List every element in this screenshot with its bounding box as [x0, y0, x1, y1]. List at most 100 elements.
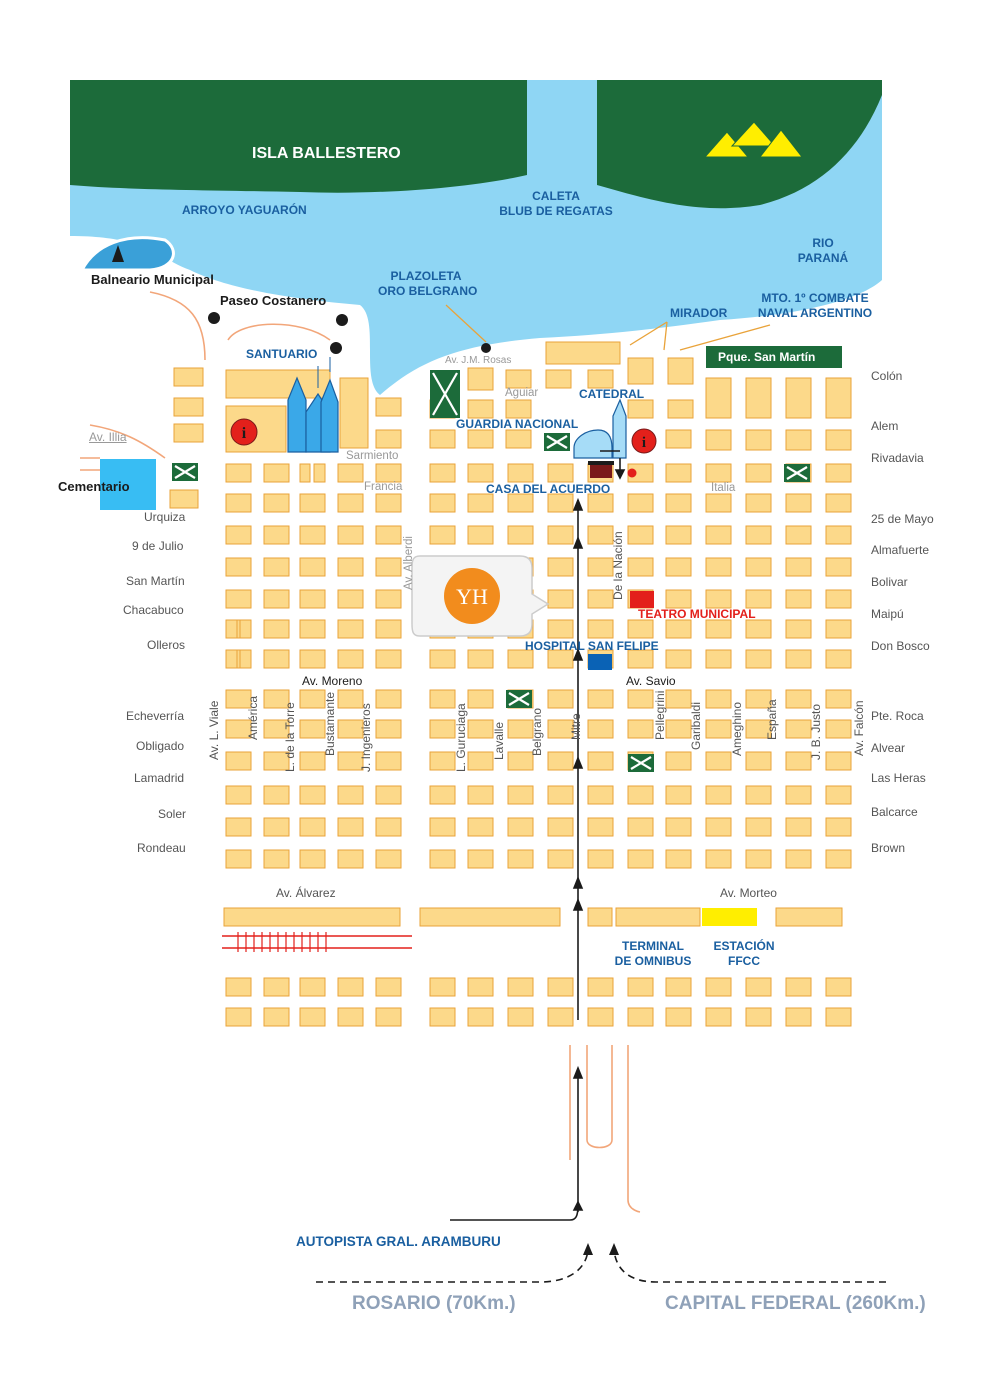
street-label: Av. L. Viale [207, 700, 221, 760]
plaza-icon [784, 464, 810, 482]
city-block [627, 785, 654, 805]
city-block [225, 977, 252, 997]
city-block [263, 719, 290, 739]
city-block [615, 907, 701, 927]
street-label: Bolivar [871, 575, 908, 589]
city-block [705, 589, 732, 609]
city-block [705, 817, 732, 837]
city-block [825, 817, 852, 837]
city-block [299, 493, 326, 513]
street-italia: Italia [711, 482, 736, 494]
city-block [745, 589, 772, 609]
city-block [467, 399, 494, 419]
city-block [825, 377, 852, 419]
city-block [547, 785, 574, 805]
city-block [705, 785, 732, 805]
city-block [547, 589, 574, 609]
city-block [627, 619, 654, 639]
city-block [507, 463, 534, 483]
city-block [505, 369, 532, 389]
plaza-icon [544, 433, 570, 451]
city-block [467, 367, 494, 391]
city-block [263, 619, 290, 639]
info-icon-santuario: i [230, 418, 258, 446]
city-block [627, 649, 654, 669]
city-block [239, 649, 252, 669]
city-block [745, 849, 772, 869]
city-block [507, 785, 534, 805]
city-block [375, 463, 402, 483]
paseo-label: Paseo Costanero [220, 293, 327, 308]
city-block [587, 525, 614, 545]
city-block [429, 785, 456, 805]
city-block [299, 751, 326, 771]
city-block [299, 463, 311, 483]
city-block [337, 785, 364, 805]
city-block [375, 719, 402, 739]
city-block [173, 367, 204, 387]
city-block [467, 525, 494, 545]
city-block [745, 785, 772, 805]
city-block [337, 817, 364, 837]
city-block [785, 785, 812, 805]
street-label: Obligado [136, 739, 185, 753]
city-block [627, 493, 654, 513]
city-block [173, 423, 204, 443]
city-block [705, 619, 732, 639]
info-icon-catedral: i [631, 428, 657, 454]
city-block [587, 589, 614, 609]
city-block [785, 429, 812, 451]
city-block [299, 689, 326, 709]
city-block [627, 357, 654, 385]
street-label: Echeverría [126, 709, 185, 723]
street-label: Pellegrini [653, 690, 667, 740]
city-block [665, 589, 692, 609]
city-block [263, 1007, 290, 1027]
city-block [785, 1007, 812, 1027]
city-block [299, 719, 326, 739]
city-block [337, 619, 364, 639]
city-block [745, 525, 772, 545]
city-block [263, 751, 290, 771]
city-block [627, 557, 654, 577]
city-block [467, 719, 494, 739]
city-block [547, 619, 574, 639]
parque-san-martin [706, 346, 842, 368]
city-block [627, 719, 654, 739]
city-block [825, 493, 852, 513]
city-block [375, 557, 402, 577]
city-block [467, 817, 494, 837]
hospital-label: HOSPITAL SAN FELIPE [525, 639, 659, 653]
street-label: Av. Illia [89, 430, 127, 444]
city-block [825, 525, 852, 545]
city-block [225, 525, 252, 545]
city-block [299, 977, 326, 997]
city-block [825, 649, 852, 669]
rosario-label: ROSARIO (70Km.) [352, 1293, 516, 1314]
city-block [745, 429, 772, 451]
street-label: Balcarce [871, 805, 918, 819]
city-block [627, 817, 654, 837]
city-block [587, 1007, 614, 1027]
city-block [467, 649, 494, 669]
city-block [705, 649, 732, 669]
svg-text:i: i [242, 425, 247, 442]
city-block [745, 493, 772, 513]
city-block [429, 977, 456, 997]
city-block [225, 785, 252, 805]
city-block [665, 719, 692, 739]
street-rosas: Av. J.M. Rosas [445, 355, 512, 366]
street-label: Almafuerte [871, 543, 930, 557]
city-block [225, 751, 252, 771]
city-block [705, 1007, 732, 1027]
street-label: Bustamante [323, 691, 337, 756]
city-block [313, 463, 326, 483]
city-block [745, 463, 772, 483]
city-block [825, 751, 852, 771]
city-block [225, 589, 252, 609]
city-block [665, 429, 692, 449]
city-block [263, 557, 290, 577]
city-block [587, 785, 614, 805]
city-block [337, 689, 364, 709]
